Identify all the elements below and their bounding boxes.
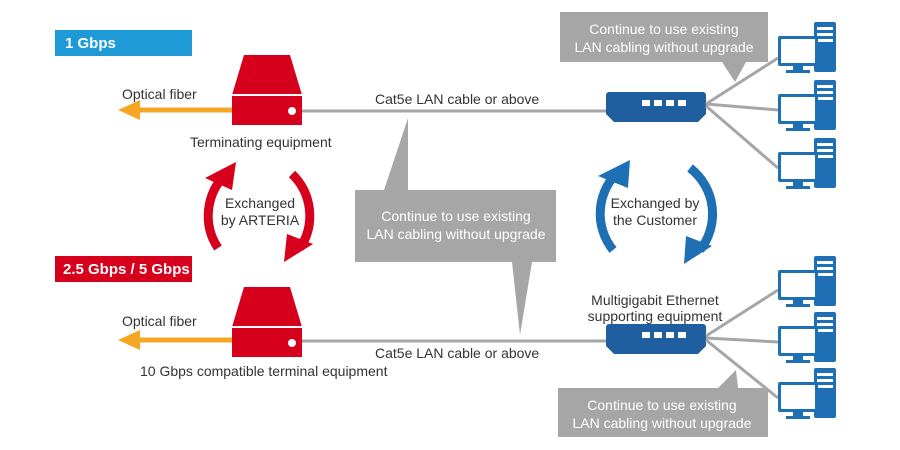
multigigabit-switch-icon: [606, 324, 706, 354]
optical-fiber-bottom: [118, 330, 232, 350]
computer-icon: [778, 138, 836, 189]
multigigabit-label-line1: Multigigabit Ethernet: [591, 292, 719, 308]
exchange-arteria-line1: Exchanged: [225, 195, 295, 211]
terminating-equipment-icon: [231, 54, 303, 126]
exchange-arteria-line2: by ARTERIA: [221, 212, 300, 228]
switch-top-icon: [606, 92, 706, 122]
speed-badge-bottom-label: 2.5 Gbps / 5 Gbps: [63, 261, 190, 278]
arrow-head-icon: [598, 160, 630, 188]
lan-cable-bottom-label: Cat5e LAN cable or above: [375, 345, 539, 361]
computer-icon: [778, 22, 836, 73]
terminating-equipment-label: Terminating equipment: [190, 134, 332, 150]
computer-icon: [778, 368, 836, 419]
callout-middle-line1: Continue to use existing: [381, 208, 530, 224]
optical-fiber-top-label: Optical fiber: [122, 86, 197, 102]
callout-bottom-right-line1: Continue to use existing: [587, 397, 736, 413]
terminal-equipment-10g-icon: [231, 286, 303, 358]
pc-cables-top: [705, 56, 779, 170]
callout-middle-line2: LAN cabling without upgrade: [366, 226, 545, 242]
multigigabit-label-line2: supporting equipment: [588, 308, 723, 324]
computer-icon: [778, 256, 836, 307]
optical-fiber-top: [118, 100, 232, 120]
arrow-head-icon: [284, 234, 313, 262]
lan-cable-top-label: Cat5e LAN cable or above: [375, 91, 539, 107]
callout-bottom-right-line2: LAN cabling without upgrade: [572, 415, 751, 431]
speed-badge-top-label: 1 Gbps: [65, 35, 116, 52]
callout-top-right: Continue to use existing LAN cabling wit…: [560, 12, 768, 82]
callout-middle: Continue to use existing LAN cabling wit…: [355, 118, 556, 335]
speed-badge-bottom: 2.5 Gbps / 5 Gbps: [55, 256, 192, 282]
optical-fiber-bottom-label: Optical fiber: [122, 313, 197, 329]
callout-bottom-right: Continue to use existing LAN cabling wit…: [558, 370, 768, 437]
callout-top-right-line2: LAN cabling without upgrade: [574, 39, 753, 55]
computer-icon: [778, 80, 836, 131]
computer-icon: [778, 312, 836, 363]
speed-badge-top: 1 Gbps: [55, 30, 192, 56]
arrow-head-icon: [684, 236, 712, 264]
arrow-head-icon: [205, 162, 236, 190]
terminal-equipment-10g-label: 10 Gbps compatible terminal equipment: [140, 363, 388, 379]
callout-top-right-line1: Continue to use existing: [589, 21, 738, 37]
exchange-customer-line1: Exchanged by: [611, 195, 700, 211]
exchange-customer-line2: the Customer: [613, 212, 697, 228]
